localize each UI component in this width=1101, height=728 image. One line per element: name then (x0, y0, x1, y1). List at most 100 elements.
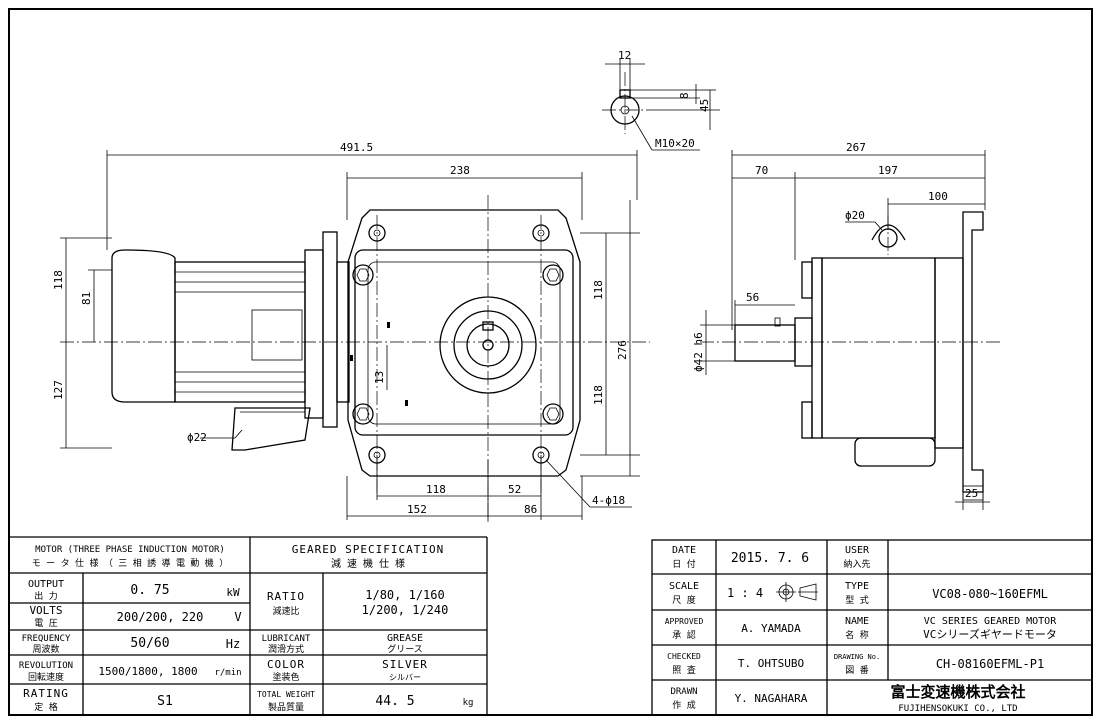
color-value-jp: シルバー (389, 673, 421, 682)
frequency-label-en: FREQUENCY (22, 634, 71, 644)
date-value: 2015. 7. 6 (731, 551, 809, 566)
dim-key-depth: 8 (678, 92, 691, 99)
drawing-no-value: CH-08160EFML-P1 (936, 657, 1044, 671)
dim-overall-length: 491.5 (340, 141, 373, 154)
weight-value: 44. 5 (375, 694, 414, 709)
date-label-en: DATE (672, 545, 696, 556)
weight-label-en: TOTAL WEIGHT (257, 690, 315, 699)
company-name-en: FUJIHENSOKUKI CO., LTD (898, 704, 1017, 714)
dim-motor-inner: 81 (80, 292, 93, 305)
dim-shaft-dia: ϕ42 h6 (692, 332, 705, 372)
ratio-value-1: 1/80, 1/160 (365, 588, 444, 602)
sheet-border (8, 8, 1093, 716)
front-view: 491.5 238 ϕ22 118 127 81 (52, 141, 650, 525)
dim-gear-bottom: 118 (592, 385, 605, 405)
revolution-value: 1500/1800, 1800 (98, 665, 197, 678)
color-label-en: COLOR (267, 658, 305, 671)
ratio-value-2: 1/200, 1/240 (362, 603, 449, 617)
dim-conduit: ϕ22 (187, 431, 207, 444)
dim-base-width: 238 (450, 164, 470, 177)
approved-value: A. YAMADA (741, 622, 801, 635)
frequency-unit: Hz (226, 637, 240, 651)
dim-gear-top: 118 (592, 280, 605, 300)
user-label-jp: 納入先 (843, 558, 870, 570)
company-name-jp: 富士変速機株式会社 (890, 683, 1025, 701)
approved-label-jp: 承 認 (672, 629, 695, 641)
geared-header-jp: 減 速 機 仕 様 (331, 557, 405, 570)
color-value-en: SILVER (382, 658, 428, 671)
lubricant-label-en: LUBRICANT (262, 634, 311, 644)
checked-label-jp: 照 査 (672, 664, 695, 676)
drawing-no-label-jp: 図 番 (845, 664, 868, 676)
volts-label-jp: 電 圧 (34, 618, 57, 629)
title-block: DATE 日 付 2015. 7. 6 USER 納入先 SCALE 尺 度 1… (651, 539, 1093, 716)
drawn-label-jp: 作 成 (672, 699, 695, 711)
revolution-label-en: REVOLUTION (19, 661, 73, 671)
name-label-jp: 名 称 (845, 629, 868, 641)
type-value: VC08-080~160EFML (932, 587, 1048, 601)
dim-base-hole-span: 118 (426, 483, 446, 496)
dim-lift-hole: ϕ20 (845, 209, 865, 222)
type-label-jp: 型 式 (845, 594, 868, 606)
ratio-label-en: RATIO (267, 590, 305, 603)
weight-label-jp: 製品質量 (268, 701, 304, 713)
scale-value: 1 : 4 (727, 586, 763, 600)
lubricant-label-jp: 潤滑方式 (268, 643, 304, 655)
volts-label-en: VOLTS (29, 604, 62, 617)
spec-table: MOTOR (THREE PHASE INDUCTION MOTOR) モ ー … (9, 537, 487, 715)
name-value-en: VC SERIES GEARED MOTOR (924, 616, 1057, 627)
revolution-unit: r/min (214, 668, 241, 678)
rating-label-en: RATING (23, 687, 69, 700)
dim-base-half-span: 52 (508, 483, 521, 496)
drawn-value: Y. NAGAHARA (735, 692, 808, 705)
approved-label-en: APPROVED (665, 617, 704, 626)
rating-label-jp: 定 格 (34, 701, 57, 713)
dim-shaft-length: 56 (746, 291, 759, 304)
motor-header-en: MOTOR (THREE PHASE INDUCTION MOTOR) (35, 545, 225, 555)
output-unit: kW (226, 586, 240, 599)
drawn-label-en: DRAWN (670, 687, 697, 697)
lubricant-value-en: GREASE (387, 633, 423, 644)
name-label-en: NAME (845, 616, 869, 627)
frequency-label-jp: 周波数 (32, 643, 59, 655)
shaft-end-detail: 12 8 45 M10×20 (602, 49, 720, 151)
checked-value: T. OHTSUBO (738, 657, 804, 670)
dim-side-right: 197 (878, 164, 898, 177)
scale-label-jp: 尺 度 (672, 594, 695, 606)
dim-base-holes: 4-ϕ18 (592, 494, 625, 507)
output-label-en: OUTPUT (28, 579, 64, 590)
dim-key-width: 12 (618, 49, 631, 62)
dim-tap: M10×20 (655, 137, 695, 150)
checked-label-en: CHECKED (667, 652, 701, 661)
date-label-jp: 日 付 (672, 559, 695, 570)
volts-value: 200/200, 220 (117, 610, 204, 624)
user-label-en: USER (845, 545, 870, 556)
dim-motor-top: 118 (52, 270, 65, 290)
side-view: 267 70 197 100 ϕ20 56 ϕ42 h6 (692, 141, 1000, 510)
rating-value: S1 (157, 694, 173, 709)
type-label-en: TYPE (845, 581, 869, 592)
dim-shaft-offset: 13 (373, 371, 386, 384)
dim-motor-bottom: 127 (52, 380, 65, 400)
volts-unit: V (234, 610, 241, 624)
projection-symbol-icon (776, 582, 818, 602)
lubricant-value-jp: グリース (387, 643, 423, 655)
revolution-label-jp: 回転速度 (28, 671, 64, 683)
drawing-no-label-en: DRAWING No. (834, 653, 880, 661)
weight-unit: kg (463, 698, 474, 708)
dim-shaft-height: 45 (698, 99, 711, 112)
dim-foot-thickness: 25 (965, 487, 978, 500)
output-label-jp: 出 力 (34, 590, 57, 602)
motor-header-jp: モ ー タ 仕 様 （ 三 相 誘 導 電 動 機 ） (32, 557, 228, 569)
color-label-jp: 塗装色 (272, 671, 299, 683)
name-value-jp: VCシリーズギヤードモータ (923, 627, 1057, 641)
ratio-label-jp: 減速比 (272, 605, 299, 617)
dim-base-right: 86 (524, 503, 537, 516)
output-value: 0. 75 (130, 583, 169, 598)
dim-side-total: 267 (846, 141, 866, 154)
dim-base-left: 152 (407, 503, 427, 516)
dim-side-hole-offset: 100 (928, 190, 948, 203)
scale-label-en: SCALE (669, 581, 699, 592)
